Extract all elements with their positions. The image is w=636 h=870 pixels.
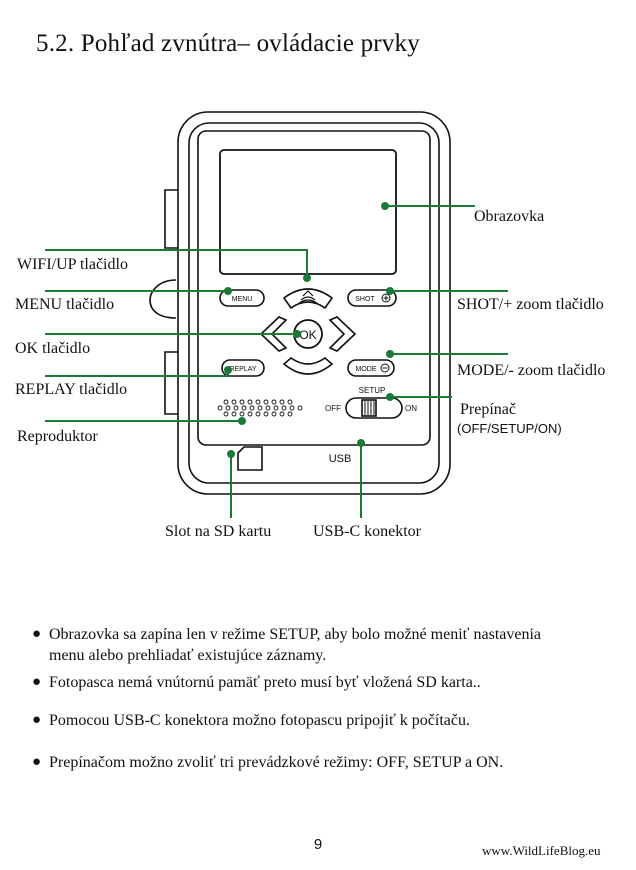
speaker-hole: [217, 405, 223, 411]
hinge-middle: [149, 279, 177, 319]
switch-on-label: ON: [405, 404, 417, 413]
note-text: Fotopasca nemá vnútornú pamäť preto musí…: [49, 674, 481, 691]
speaker-grille: [217, 399, 303, 417]
speaker-hole: [255, 411, 261, 417]
minus-icon: [380, 363, 390, 373]
callout-wifi-up: WIFI/UP tlačidlo: [17, 256, 128, 273]
bullet-icon: ●: [32, 712, 42, 728]
leader-wifi: [45, 249, 308, 278]
callout-screen: Obrazovka: [474, 208, 545, 225]
speaker-hole: [271, 399, 277, 405]
speaker-hole: [239, 399, 245, 405]
sd-slot-icon: [237, 446, 263, 471]
page-title: 5.2. Pohľad zvnútra– ovládacie prvky: [36, 30, 420, 57]
camera-diagram: MENU SHOT OK REPLAY MODE SETUP OFF ON US…: [45, 111, 508, 518]
callout-menu: MENU tlačidlo: [15, 296, 115, 313]
usb-port-label: USB: [329, 453, 352, 465]
menu-button-label: MENU: [232, 296, 253, 303]
callout-shot-zoom: SHOT/+ zoom tlačidlo: [457, 296, 604, 313]
speaker-hole: [297, 405, 303, 411]
speaker-hole: [241, 405, 247, 411]
hinge-bottom: [164, 351, 178, 415]
callout-mode-zoom: MODE/- zoom tlačidlo: [457, 362, 606, 379]
speaker-hole: [247, 411, 253, 417]
speaker-hole: [223, 411, 229, 417]
callout-usb-c: USB-C konektor: [313, 523, 421, 540]
ok-button-label: OK: [299, 328, 316, 342]
down-arrow-button[interactable]: [282, 356, 334, 375]
speaker-hole: [231, 411, 237, 417]
bullet-icon: ●: [32, 626, 42, 642]
housing-inner: [188, 122, 440, 484]
speaker-hole: [265, 405, 271, 411]
plus-icon: [381, 293, 391, 303]
callout-switch: Prepínač: [460, 401, 516, 418]
housing-outer: [177, 111, 451, 495]
speaker-hole: [223, 399, 229, 405]
speaker-hole: [289, 405, 295, 411]
speaker-hole: [239, 411, 245, 417]
speaker-hole: [271, 411, 277, 417]
wifi-icon: [297, 290, 319, 305]
replay-button[interactable]: [221, 359, 265, 377]
speaker-hole: [233, 405, 239, 411]
mode-button[interactable]: [347, 359, 395, 377]
speaker-hole: [287, 411, 293, 417]
up-button[interactable]: [282, 288, 334, 310]
mode-button-label: MODE: [356, 366, 377, 373]
callout-ok: OK tlačidlo: [15, 340, 91, 357]
switch-setup-label: SETUP: [359, 386, 386, 395]
replay-button-label: REPLAY: [229, 366, 256, 373]
switch-off-label: OFF: [325, 404, 341, 413]
speaker-hole: [279, 411, 285, 417]
speaker-hole: [263, 399, 269, 405]
note-text: Pomocou USB-C konektora možno fotopascu …: [49, 712, 470, 729]
speaker-hole: [263, 411, 269, 417]
right-arrow-button[interactable]: [328, 316, 357, 352]
hinge-top: [164, 189, 178, 249]
speaker-hole: [247, 399, 253, 405]
mode-switch[interactable]: [345, 397, 403, 419]
bullet-icon: ●: [32, 754, 42, 770]
callout-replay: REPLAY tlačidlo: [15, 381, 128, 398]
speaker-hole: [257, 405, 263, 411]
speaker-hole: [273, 405, 279, 411]
speaker-hole: [231, 399, 237, 405]
shot-button-label: SHOT: [355, 296, 375, 303]
speaker-hole: [281, 405, 287, 411]
speaker-hole: [249, 405, 255, 411]
page-number: 9: [313, 836, 323, 853]
shot-button[interactable]: [347, 289, 397, 307]
callout-speaker: Reproduktor: [17, 428, 98, 445]
speaker-hole: [287, 399, 293, 405]
speaker-hole: [225, 405, 231, 411]
note-text: Obrazovka sa zapína len v režime SETUP, …: [49, 626, 542, 664]
control-panel: [197, 130, 431, 446]
speaker-hole: [255, 399, 261, 405]
website-url: www.WildLifeBlog.eu: [482, 843, 601, 858]
callout-switch-modes: (OFF/SETUP/ON): [457, 421, 562, 436]
leader-replay: [45, 370, 229, 377]
bullet-icon: ●: [32, 674, 42, 690]
speaker-hole: [279, 399, 285, 405]
menu-button[interactable]: [219, 289, 265, 307]
note-text: Prepínačom možno zvoliť tri prevádzkové …: [49, 754, 504, 771]
callout-sd-slot: Slot na SD kartu: [165, 523, 272, 540]
